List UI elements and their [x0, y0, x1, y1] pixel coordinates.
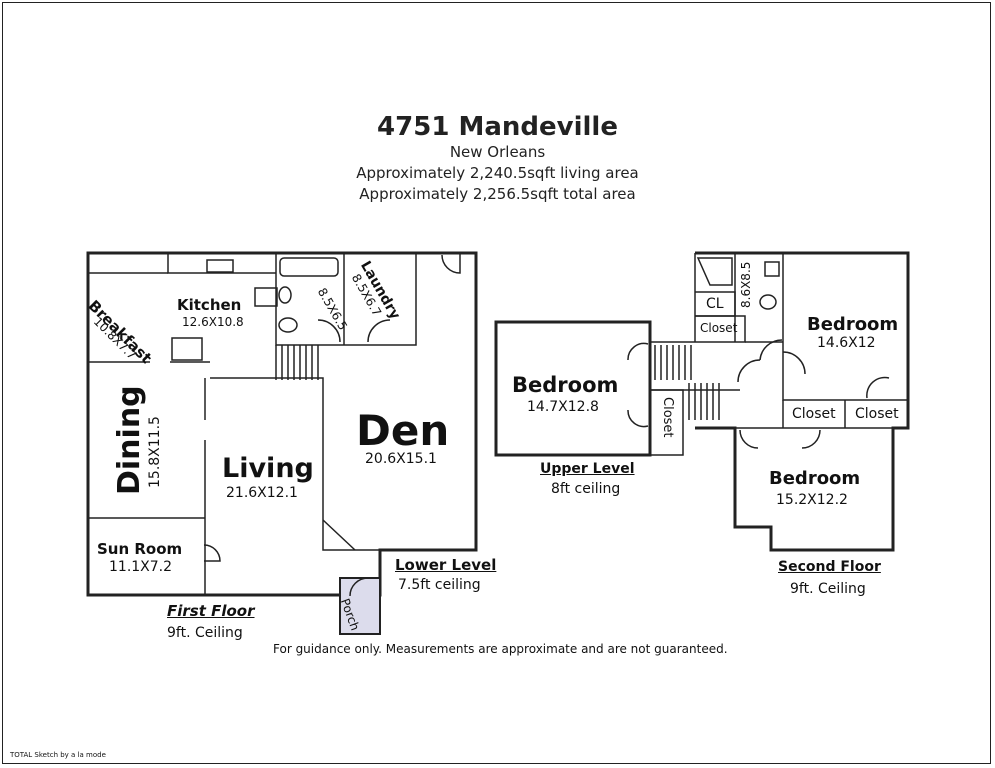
closet-a-label: Closet [792, 406, 836, 422]
lower-level-ceiling: 7.5ft ceiling [398, 577, 481, 593]
living-label: Living [222, 453, 314, 484]
porch-shape [339, 577, 381, 635]
kitchen-label: Kitchen [177, 296, 242, 314]
sunroom-dims: 11.1X7.2 [109, 559, 173, 575]
first-floor-title: First Floor [167, 602, 255, 620]
dining-dims: 15.8X11.5 [147, 416, 163, 488]
bottom-bedroom-dims: 15.2X12.2 [776, 492, 848, 508]
den-dims: 20.6X15.1 [365, 451, 437, 467]
disclaimer: For guidance only. Measurements are appr… [273, 642, 728, 656]
total-area: Approximately 2,256.5sqft total area [359, 185, 636, 203]
lower-level-title: Lower Level [395, 556, 497, 574]
property-city: New Orleans [449, 143, 546, 161]
bath2-dims: 8.6X8.5 [739, 261, 753, 308]
second-floor-ceiling: 9ft. Ceiling [790, 581, 866, 597]
cl-label: CL [706, 296, 724, 312]
dining-label: Dining [112, 385, 147, 495]
living-area: Approximately 2,240.5sqft living area [356, 164, 639, 182]
sunroom-label: Sun Room [97, 540, 183, 558]
bottom-bedroom-label: Bedroom [769, 468, 861, 489]
right-bedroom-label: Bedroom [807, 314, 899, 335]
right-bedroom-dims: 14.6X12 [817, 335, 876, 351]
upper-bedroom-dims: 14.7X12.8 [527, 399, 599, 415]
upper-level-title: Upper Level [540, 461, 635, 477]
small-closet-label: Closet [700, 321, 738, 335]
den-label: Den [356, 406, 450, 455]
second-floor-outline [695, 251, 910, 552]
second-floor-title: Second Floor [778, 559, 881, 575]
upper-closet-label: Closet [660, 397, 675, 438]
closet-b-label: Closet [855, 406, 899, 422]
upper-bedroom-label: Bedroom [512, 373, 619, 397]
living-dims: 21.6X12.1 [226, 485, 298, 501]
upper-level-ceiling: 8ft ceiling [551, 481, 621, 497]
property-title: 4751 Mandeville [377, 112, 618, 142]
kitchen-dims: 12.6X10.8 [182, 315, 244, 329]
first-floor-ceiling: 9ft. Ceiling [167, 625, 243, 641]
sketch-credit: TOTAL Sketch by a la mode [10, 751, 106, 759]
